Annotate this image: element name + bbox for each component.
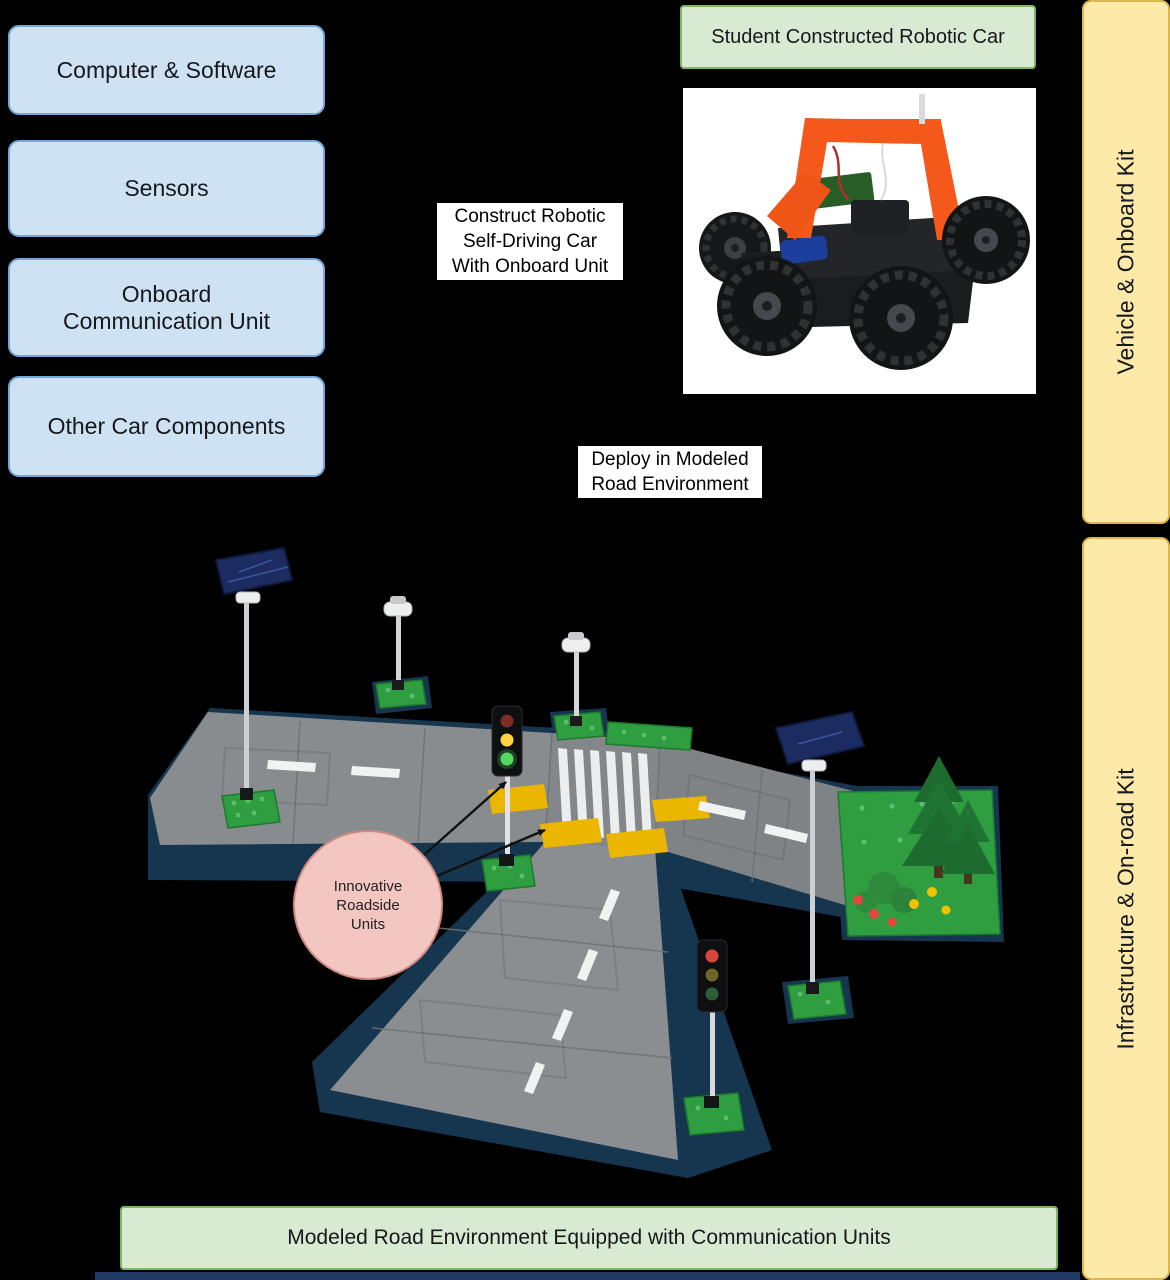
road-plates <box>150 712 880 1160</box>
roadside-units-callout: Innovative Roadside Units <box>293 830 443 980</box>
car-roll-cage-top <box>805 119 941 136</box>
car-wheel-rear-right <box>849 266 953 370</box>
crosswalk <box>558 748 652 841</box>
kit-bar-vehicle-onboard: Vehicle & Onboard Kit <box>1082 0 1170 524</box>
street-lamp-right <box>561 632 591 726</box>
solar-panel <box>214 546 294 596</box>
step-label-deploy: Deploy in Modeled Road Environment <box>578 446 762 498</box>
car-wire <box>831 145 850 201</box>
component-box-other-car-components: Other Car Components <box>8 376 325 477</box>
solar-street-lamp-left <box>214 546 294 800</box>
callout-arrows <box>423 781 546 878</box>
vehicle-photo-caption-text: Student Constructed Robotic Car <box>711 25 1005 48</box>
car-wheel-rear-left <box>717 256 817 356</box>
yellow-road-markings <box>488 784 710 858</box>
robotic-car-illustration <box>683 88 1036 394</box>
baseplate-edge-strip <box>95 1272 1080 1280</box>
car-rear-panel <box>767 172 831 240</box>
roadside-units-callout-text: Innovative Roadside Units <box>333 877 403 933</box>
car-electronics-box <box>851 200 909 236</box>
component-label: Computer & Software <box>56 56 277 83</box>
road-model-caption: Modeled Road Environment Equipped with C… <box>120 1206 1058 1270</box>
component-box-sensors: Sensors <box>8 140 325 237</box>
trees-and-plants <box>853 756 995 927</box>
lane-markings <box>267 760 808 1094</box>
step-label-construct: Construct Robotic Self-Driving Car With … <box>437 203 623 280</box>
car-motor <box>780 235 828 265</box>
kit-bar-infrastructure-onroad: Infrastructure & On-road Kit <box>1082 537 1170 1280</box>
traffic-light-lower <box>696 939 728 1108</box>
vehicle-photo-caption: Student Constructed Robotic Car <box>680 5 1036 69</box>
road-model-caption-text: Modeled Road Environment Equipped with C… <box>287 1226 891 1249</box>
car-wheel-front-right <box>942 196 1030 284</box>
car-wire <box>880 143 887 201</box>
car-body <box>778 216 973 280</box>
component-label: Sensors <box>124 175 209 201</box>
traffic-light-crosswalk <box>491 705 523 866</box>
component-label: Onboard Communication Unit <box>62 280 271 334</box>
solar-street-lamp-right <box>774 710 866 994</box>
component-label: Other Car Components <box>47 413 286 439</box>
component-box-computer-software: Computer & Software <box>8 25 325 115</box>
street-lamp-middle <box>383 596 413 690</box>
component-box-onboard-communication-unit: Onboard Communication Unit <box>8 258 325 357</box>
car-antenna <box>919 94 925 124</box>
robotic-car-photo <box>683 88 1036 394</box>
